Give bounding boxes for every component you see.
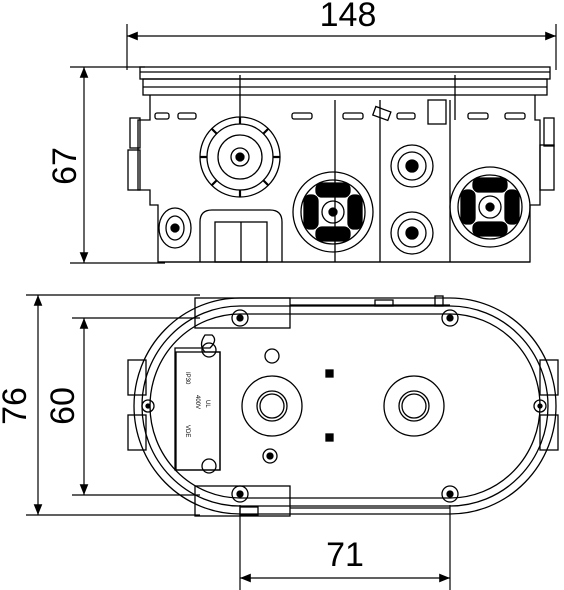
dimension-width	[126, 24, 557, 70]
dimension-spacing-label: 71	[326, 536, 364, 574]
dimension-depth	[26, 294, 200, 516]
svg-text:UL: UL	[204, 400, 210, 408]
side-view	[127, 66, 555, 263]
label-plate-text: 400V IP30 UL VDE	[184, 372, 210, 437]
svg-text:400V: 400V	[194, 395, 200, 409]
dimension-inner-depth	[72, 317, 200, 496]
plan-view	[127, 295, 559, 517]
knockout-ribbed	[199, 116, 281, 198]
dimension-spacing	[239, 505, 451, 590]
dimension-depth-label: 76	[0, 387, 34, 425]
dimension-height	[70, 66, 165, 264]
knockout-cross-center	[292, 171, 374, 253]
knockout-cross-right	[449, 166, 531, 248]
knockout-small-top	[390, 144, 434, 188]
knockout-left-small	[158, 207, 192, 249]
dimension-width-label: 148	[320, 0, 377, 34]
dimension-height-label: 67	[46, 147, 84, 185]
dimension-inner-depth-label: 60	[44, 387, 82, 425]
svg-text:IP30: IP30	[184, 372, 190, 385]
svg-text:VDE: VDE	[184, 425, 190, 437]
knockout-small-bottom	[390, 211, 434, 255]
